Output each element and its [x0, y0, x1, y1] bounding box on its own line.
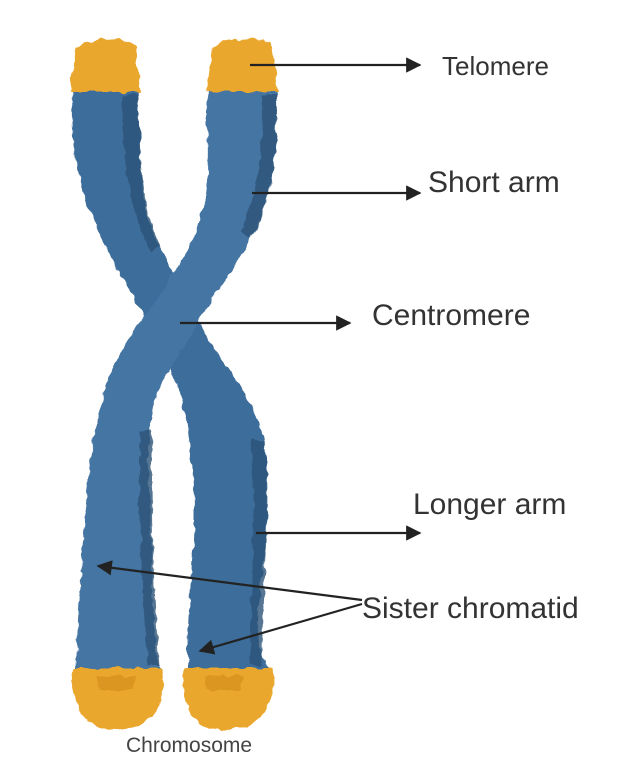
sister-chromatid-arrow-right — [198, 602, 363, 655]
sister-chromatid-label: Sister chromatid — [362, 592, 579, 625]
chromosome — [70, 38, 278, 730]
telomere-label: Telomere — [442, 51, 549, 81]
arrows — [96, 57, 422, 655]
chromatid-shadow-lower-right — [250, 440, 268, 665]
left-chromatid — [71, 90, 268, 668]
longer-arm-label: Longer arm — [413, 488, 566, 521]
sister-chromatid-arrow-left — [96, 560, 363, 602]
chromosome-caption: Chromosome — [126, 734, 252, 757]
chromatid-shadow-right — [240, 95, 277, 238]
telomere-top-left — [70, 38, 140, 92]
telomere-bottom-left — [73, 668, 164, 730]
telomere-bottom-right — [183, 668, 273, 730]
centromere-label: Centromere — [372, 299, 530, 332]
chromatid-shadow-upper — [122, 95, 160, 252]
chromatid-shadow-lower-left — [139, 430, 160, 665]
telomere-top-right — [206, 38, 278, 92]
short-arm-label: Short arm — [428, 166, 560, 199]
right-chromatid — [76, 90, 277, 668]
